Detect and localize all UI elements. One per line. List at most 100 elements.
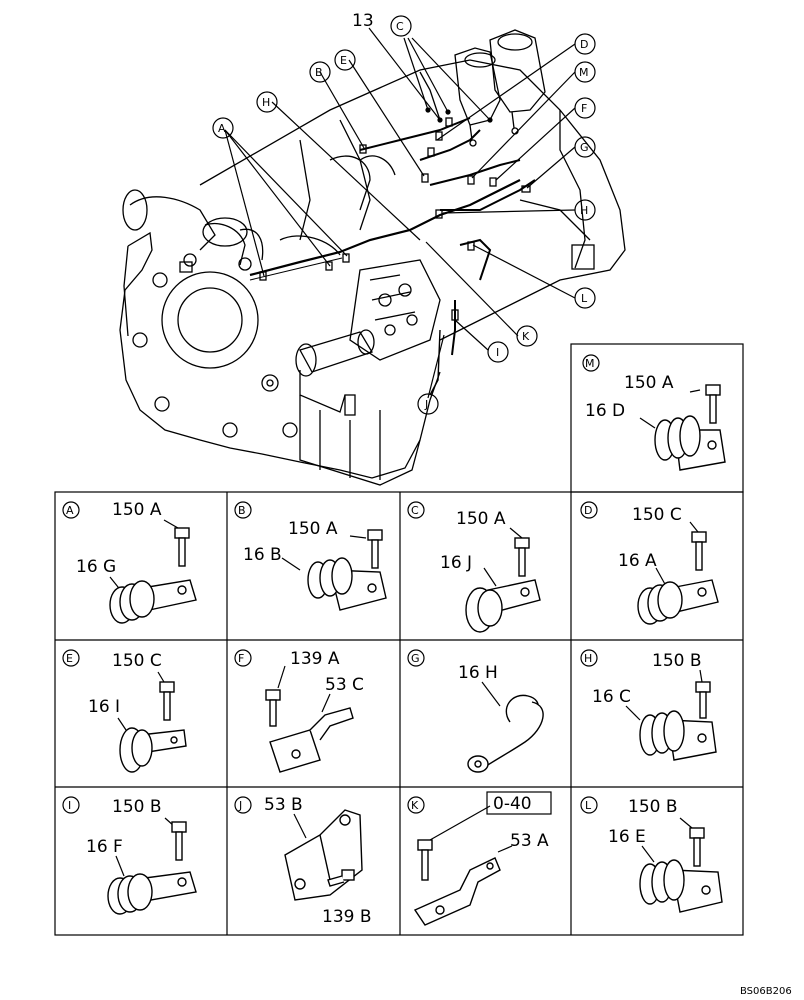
svg-text:B: B <box>238 504 246 517</box>
panel-h: H 150 B 16 C <box>580 649 717 761</box>
bolt-icon <box>689 827 705 867</box>
callout-j: J <box>417 393 439 415</box>
svg-text:16 C: 16 C <box>592 687 631 707</box>
svg-text:A: A <box>218 122 226 135</box>
callout-d: D <box>574 33 596 55</box>
svg-text:16 I: 16 I <box>88 697 120 717</box>
cushion-clip-icon <box>107 871 197 915</box>
svg-text:F: F <box>238 652 244 665</box>
bolt-icon <box>514 537 530 577</box>
svg-text:K: K <box>522 330 530 343</box>
svg-text:16 B: 16 B <box>243 545 282 565</box>
cushion-clip-icon <box>639 710 717 761</box>
callout-l: L <box>574 287 596 309</box>
svg-text:M: M <box>585 357 595 370</box>
bolt-icon <box>265 689 281 727</box>
hose-clip-icon <box>467 694 544 773</box>
svg-text:H: H <box>580 204 588 217</box>
panel-f: F 139 A 53 C <box>234 649 364 773</box>
panel-l: L 150 B 16 E <box>580 796 723 913</box>
callout-k: K <box>516 325 538 347</box>
panel-b: B 150 A 16 B <box>234 501 387 611</box>
bolt-icon <box>327 869 355 887</box>
svg-text:150 B: 150 B <box>112 797 162 817</box>
bracket-icon <box>269 707 354 773</box>
svg-text:D: D <box>584 504 592 517</box>
callout-c: C <box>390 15 412 37</box>
figure-code: BS06B206 <box>740 986 792 997</box>
cushion-clip-icon <box>465 579 541 633</box>
panel-e: E 150 C 16 I <box>62 649 187 773</box>
svg-text:C: C <box>396 20 404 33</box>
svg-text:150 C: 150 C <box>112 651 162 671</box>
svg-text:E: E <box>66 652 73 665</box>
cushion-clip-icon <box>109 579 197 624</box>
callout-i: I <box>487 341 509 363</box>
svg-text:16 D: 16 D <box>585 401 625 421</box>
svg-text:16 F: 16 F <box>86 837 123 857</box>
bracket-icon <box>413 857 501 926</box>
bolt-icon <box>171 821 187 861</box>
svg-text:150 A: 150 A <box>624 373 674 393</box>
panel-a: A 150 A 16 G <box>62 500 197 624</box>
svg-text:150 A: 150 A <box>456 509 506 529</box>
callout-b: B <box>309 61 331 83</box>
svg-text:J: J <box>424 398 428 411</box>
bolt-icon <box>691 531 707 571</box>
panel-d: D 150 C 16 A <box>580 501 719 625</box>
cushion-clip-icon <box>654 415 726 471</box>
svg-text:I: I <box>68 799 71 812</box>
svg-text:M: M <box>579 66 589 79</box>
svg-text:150 C: 150 C <box>632 505 682 525</box>
bolt-icon <box>159 681 175 721</box>
svg-text:0-40: 0-40 <box>493 794 532 814</box>
panel-c: C 150 A 16 J <box>407 501 541 633</box>
svg-text:150 B: 150 B <box>628 797 678 817</box>
svg-text:K: K <box>411 799 419 812</box>
svg-text:16 H: 16 H <box>458 663 498 683</box>
callout-e: E <box>334 49 356 71</box>
svg-text:150 B: 150 B <box>652 651 702 671</box>
panel-k: K 0-40 53 A <box>407 791 552 926</box>
cushion-clip-icon <box>637 579 719 625</box>
bolt-icon <box>417 839 433 881</box>
callout-h-right: H <box>574 199 596 221</box>
bolt-icon <box>174 527 190 567</box>
bolt-icon <box>695 681 711 719</box>
svg-text:G: G <box>411 652 420 665</box>
svg-text:A: A <box>66 504 74 517</box>
svg-text:150 A: 150 A <box>288 519 338 539</box>
svg-text:53 C: 53 C <box>325 675 364 695</box>
callout-13: 13 <box>352 11 374 31</box>
svg-text:E: E <box>340 54 347 67</box>
svg-text:D: D <box>580 38 588 51</box>
svg-text:C: C <box>411 504 419 517</box>
callout-h-left: H <box>256 91 278 113</box>
svg-text:150 A: 150 A <box>112 500 162 520</box>
cushion-clip-icon <box>119 727 187 773</box>
panel-g: G 16 H <box>407 649 544 773</box>
svg-text:16 E: 16 E <box>608 827 646 847</box>
svg-text:H: H <box>262 96 270 109</box>
svg-text:I: I <box>496 346 499 359</box>
cushion-clip-icon <box>639 859 723 913</box>
svg-text:G: G <box>580 141 589 154</box>
panel-i: I 150 B 16 F <box>62 796 197 915</box>
bolt-icon <box>367 529 383 569</box>
svg-text:53 A: 53 A <box>510 831 549 851</box>
svg-text:139 A: 139 A <box>290 649 340 669</box>
svg-text:16 G: 16 G <box>76 557 116 577</box>
svg-text:13: 13 <box>352 11 374 31</box>
cushion-clip-icon <box>307 557 387 611</box>
svg-text:16 J: 16 J <box>440 553 472 573</box>
svg-text:L: L <box>581 292 588 305</box>
svg-text:16 A: 16 A <box>618 551 657 571</box>
svg-text:J: J <box>238 799 242 812</box>
panel-m: M 150 A 16 D <box>582 354 726 471</box>
callout-leaders <box>224 27 576 399</box>
svg-text:53 B: 53 B <box>264 795 303 815</box>
svg-text:L: L <box>585 799 592 812</box>
callout-g: G <box>574 136 596 158</box>
callout-m: M <box>574 61 596 83</box>
